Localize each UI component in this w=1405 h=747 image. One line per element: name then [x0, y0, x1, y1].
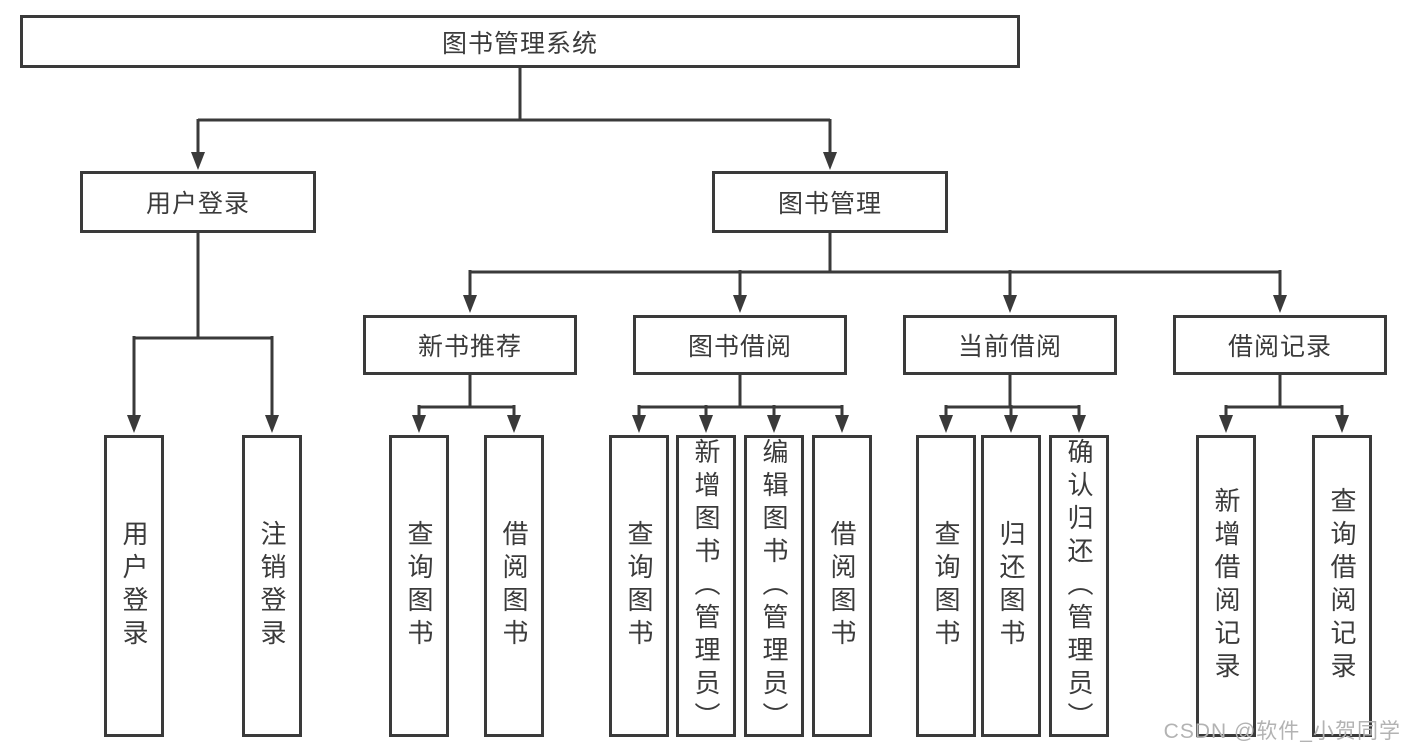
- node-book-borrow: 图书借阅: [633, 315, 847, 375]
- leaf-query-borrow-record: 查询借阅记录: [1312, 435, 1372, 737]
- leaf-label: 查询图书: [931, 520, 961, 652]
- leaf-label: 新增借阅记录: [1211, 487, 1241, 685]
- leaf-current-query-books: 查询图书: [916, 435, 976, 737]
- node-new-book-recommend-label: 新书推荐: [417, 333, 522, 361]
- node-borrow-record: 借阅记录: [1173, 315, 1387, 375]
- leaf-add-books-admin: 新增图书（管理员）: [676, 435, 736, 737]
- leaf-newbook-borrow-books: 借阅图书: [484, 435, 544, 737]
- leaf-label: 查询借阅记录: [1327, 487, 1357, 685]
- leaf-newbook-query-books: 查询图书: [389, 435, 449, 737]
- node-user-login: 用户登录: [80, 171, 316, 233]
- node-root-label: 图书管理系统: [441, 29, 598, 58]
- leaf-label: 编辑图书（管理员）: [759, 437, 789, 735]
- arrowheads: [127, 152, 1349, 433]
- leaf-confirm-return-admin: 确认归还（管理员）: [1049, 435, 1109, 737]
- node-user-login-label: 用户登录: [145, 190, 250, 218]
- leaf-label: 注销登录: [257, 520, 287, 652]
- leaf-logout: 注销登录: [242, 435, 302, 737]
- node-book-borrow-label: 图书借阅: [687, 333, 792, 361]
- node-root: 图书管理系统: [20, 15, 1020, 68]
- node-current-borrow-label: 当前借阅: [957, 333, 1062, 361]
- node-book-management-label: 图书管理: [777, 190, 882, 218]
- node-borrow-record-label: 借阅记录: [1227, 333, 1332, 361]
- csdn-watermark: CSDN @软件_小贺同学: [1163, 720, 1401, 743]
- leaf-edit-books-admin: 编辑图书（管理员）: [744, 435, 804, 737]
- leaf-borrow-query-books: 查询图书: [609, 435, 669, 737]
- leaf-label: 借阅图书: [827, 520, 857, 652]
- leaf-label: 借阅图书: [499, 520, 529, 652]
- leaf-label: 归还图书: [996, 520, 1026, 652]
- node-book-management: 图书管理: [712, 171, 948, 233]
- leaf-borrow-books: 借阅图书: [812, 435, 872, 737]
- node-current-borrow: 当前借阅: [903, 315, 1117, 375]
- leaf-return-books: 归还图书: [981, 435, 1041, 737]
- leaf-label: 新增图书（管理员）: [691, 437, 721, 735]
- leaf-user-login: 用户登录: [104, 435, 164, 737]
- leaf-add-borrow-record: 新增借阅记录: [1196, 435, 1256, 737]
- leaf-label: 确认归还（管理员）: [1064, 437, 1094, 735]
- node-new-book-recommend: 新书推荐: [363, 315, 577, 375]
- leaf-label: 用户登录: [119, 520, 149, 652]
- leaf-label: 查询图书: [624, 520, 654, 652]
- leaf-label: 查询图书: [404, 520, 434, 652]
